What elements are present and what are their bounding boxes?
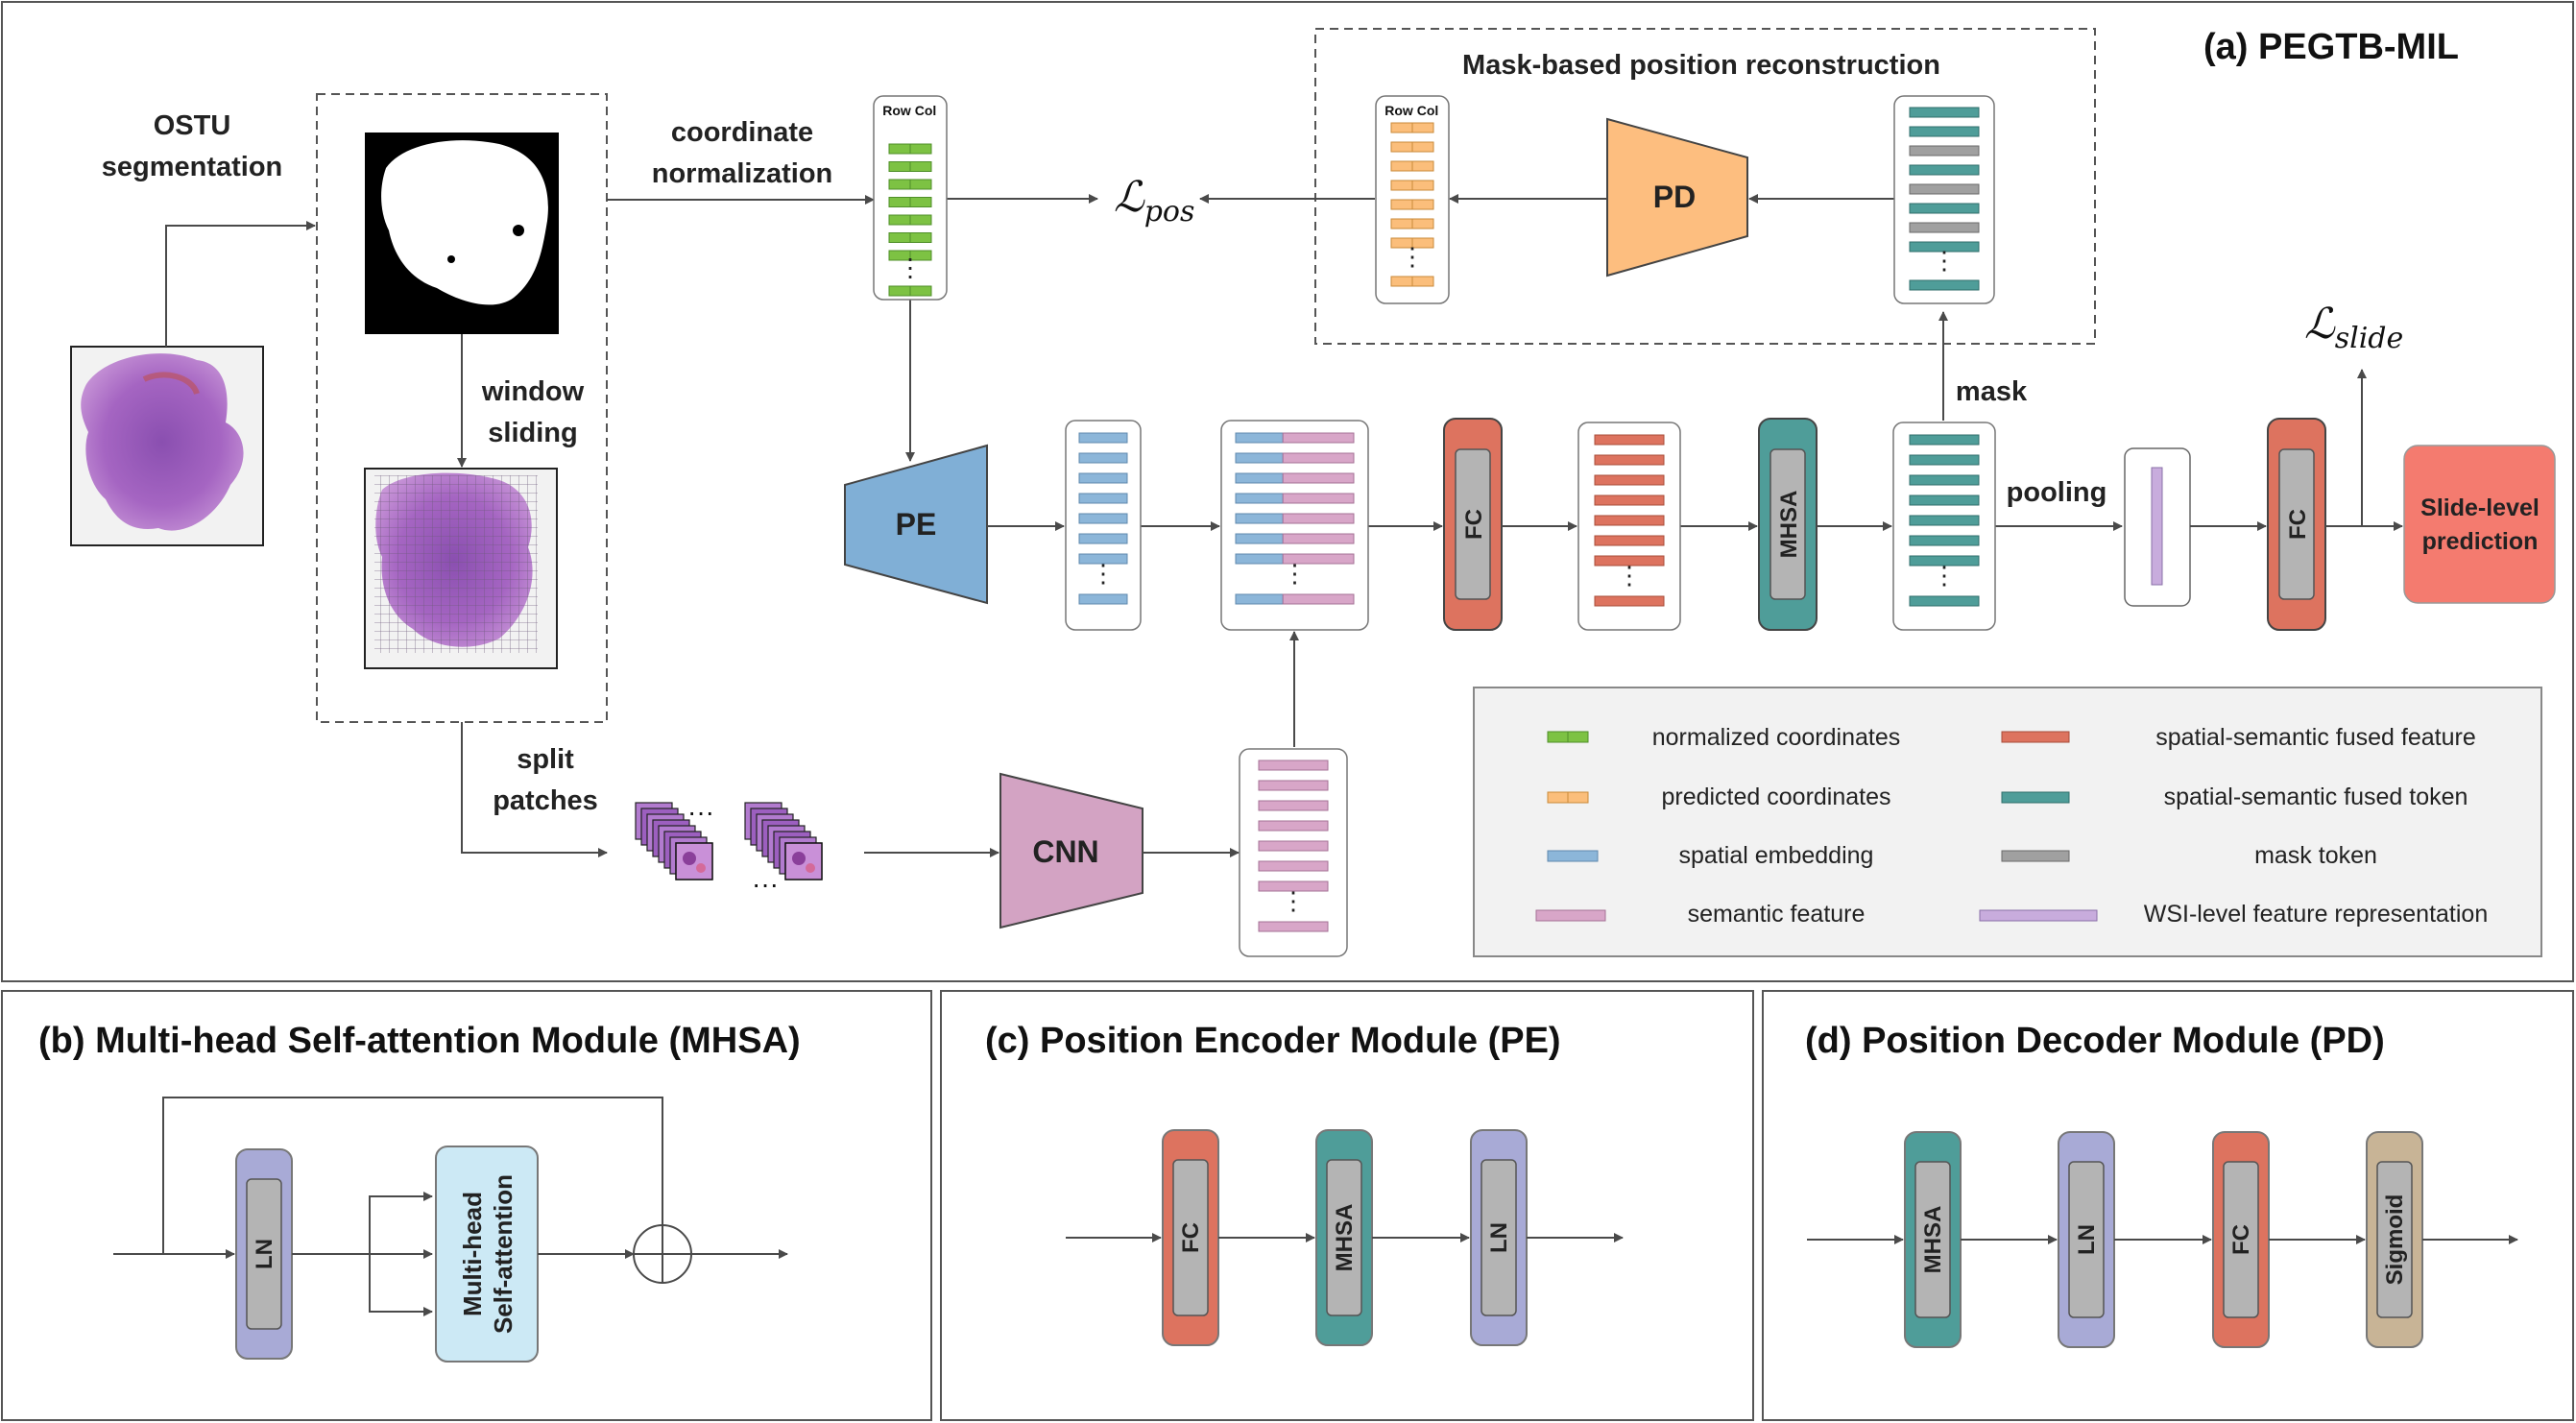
pe-block <box>844 444 988 605</box>
fc-block: FC <box>1443 418 1503 631</box>
b-ln-block: LN <box>235 1148 293 1360</box>
wsi-feature-vector <box>2124 447 2191 607</box>
mask-label: mask <box>1956 376 2028 407</box>
preprocess-dashed-box <box>316 93 608 723</box>
svg-text:LN: LN <box>252 1239 277 1269</box>
cnn-block <box>999 772 1144 929</box>
svg-text:Row: Row <box>882 103 911 118</box>
svg-text:Row: Row <box>1384 103 1413 118</box>
legend-label: normalized coordinates <box>1652 724 1900 751</box>
svg-text:Multi-headSelf-attention: Multi-headSelf-attention <box>458 1174 518 1334</box>
spatial-embedding-column: ⋮ <box>1065 420 1142 631</box>
fused-token-column: ⋮ <box>1892 422 1996 631</box>
pd-block <box>1606 117 1748 277</box>
legend-label: spatial embedding <box>1679 842 1874 869</box>
svg-text:⋮: ⋮ <box>1617 561 1642 590</box>
svg-text:Col: Col <box>1417 103 1439 118</box>
legend-label: semantic feature <box>1688 901 1866 928</box>
d-block-sigmoid: Sigmoid <box>2366 1131 2423 1348</box>
b-branch-top <box>369 1192 433 1254</box>
d-block-mhsa: MHSA <box>1904 1131 1962 1348</box>
c-block-fc: FC <box>1162 1129 1219 1346</box>
pooling-label: pooling <box>2007 477 2107 508</box>
arrow-split-patches <box>461 722 608 857</box>
panel-b-title: (b) Multi-head Self-attention Module (MH… <box>38 1021 801 1061</box>
legend-label: spatial-semantic fused token <box>2164 784 2468 810</box>
legend-label: predicted coordinates <box>1661 784 1890 810</box>
fused-feature-column: ⋮ <box>1577 422 1681 631</box>
segmentation-mask-image <box>365 133 559 334</box>
legend-item: mask token <box>2001 842 2377 869</box>
legend-item: predicted coordinates <box>1547 784 1891 810</box>
normalized-coords-column: ⋮ Row Col <box>873 95 948 301</box>
legend-item: semantic feature <box>1535 901 1866 928</box>
d-block-fc: FC <box>2212 1131 2270 1348</box>
legend-label: WSI-level feature representation <box>2144 901 2489 928</box>
mask-recon-title: Mask-based position reconstruction <box>1462 50 1940 81</box>
wsi-thumbnail <box>70 346 264 546</box>
masked-tokens-column: ⋮ <box>1893 95 1995 304</box>
semantic-feature-column: ⋮ <box>1239 748 1348 957</box>
legend-item: spatial embedding <box>1547 842 1874 869</box>
patch-stack <box>635 802 823 880</box>
b-add-node <box>633 1224 692 1284</box>
panel-a-title: (a) PEGTB-MIL <box>2203 27 2459 67</box>
svg-text:MHSA: MHSA <box>1332 1204 1358 1272</box>
legend: normalized coordinates predicted coordina… <box>1535 724 2489 928</box>
mhsa-block: MHSA <box>1758 418 1818 631</box>
concat-embedding-column: ⋮ <box>1220 420 1369 631</box>
c-block-mhsa: MHSA <box>1315 1129 1373 1346</box>
loss-pos: ℒpos <box>1114 173 1194 229</box>
pe-label: PE <box>896 507 937 542</box>
legend-item: spatial-semantic fused feature <box>2001 724 2476 751</box>
svg-text:⋮: ⋮ <box>1091 559 1116 588</box>
b-self-attention-block: Multi-headSelf-attention <box>435 1146 539 1363</box>
d-block-ln: LN <box>2058 1131 2115 1348</box>
svg-text:LN: LN <box>2074 1224 2100 1255</box>
legend-item: spatial-semantic fused token <box>2001 784 2468 810</box>
svg-text:MHSA: MHSA <box>1776 491 1802 559</box>
b-residual-line <box>162 1097 667 1254</box>
c-block-ln: LN <box>1470 1129 1528 1346</box>
panel-d-title: (d) Position Decoder Module (PD) <box>1805 1021 2385 1061</box>
svg-text:MHSA: MHSA <box>1920 1206 1946 1274</box>
legend-label: mask token <box>2254 842 2377 869</box>
panel-c-title: (c) Position Encoder Module (PE) <box>985 1021 1561 1061</box>
loss-slide: ℒslide <box>2304 300 2403 355</box>
svg-text:⋮: ⋮ <box>1283 559 1308 588</box>
svg-text:FC: FC <box>2285 509 2311 540</box>
svg-text:Sigmoid: Sigmoid <box>2382 1194 2408 1286</box>
svg-text:FC: FC <box>1178 1222 1204 1253</box>
legend-item: normalized coordinates <box>1547 724 1900 751</box>
mask-recon-dashed-box <box>1314 28 2096 345</box>
pd-label: PD <box>1653 180 1696 214</box>
legend-item: WSI-level feature representation <box>1979 901 2489 928</box>
svg-text:⋮: ⋮ <box>1932 561 1957 590</box>
predicted-coords-column: ⋮ Row Col <box>1375 95 1450 304</box>
svg-text:⋮: ⋮ <box>1932 246 1957 275</box>
patch-stack-ellipsis-2: ··· <box>752 869 779 899</box>
svg-text:Col: Col <box>915 103 937 118</box>
patch-stack-ellipsis: ··· <box>687 797 714 827</box>
svg-text:LN: LN <box>1486 1222 1512 1253</box>
fc-head-block: FC <box>2267 418 2326 631</box>
grid-tiles-image <box>364 468 558 669</box>
cnn-label: CNN <box>1032 834 1098 869</box>
panel-d-frame <box>1762 990 2574 1421</box>
svg-text:⋮: ⋮ <box>1281 886 1306 915</box>
svg-text:FC: FC <box>1461 509 1487 540</box>
legend-label: spatial-semantic fused feature <box>2155 724 2476 751</box>
arrow-wsi-to-seg <box>165 221 316 347</box>
b-branch-bottom <box>369 1254 433 1316</box>
svg-text:⋮: ⋮ <box>898 253 923 282</box>
svg-text:⋮: ⋮ <box>1400 242 1425 271</box>
svg-text:FC: FC <box>2228 1224 2254 1255</box>
